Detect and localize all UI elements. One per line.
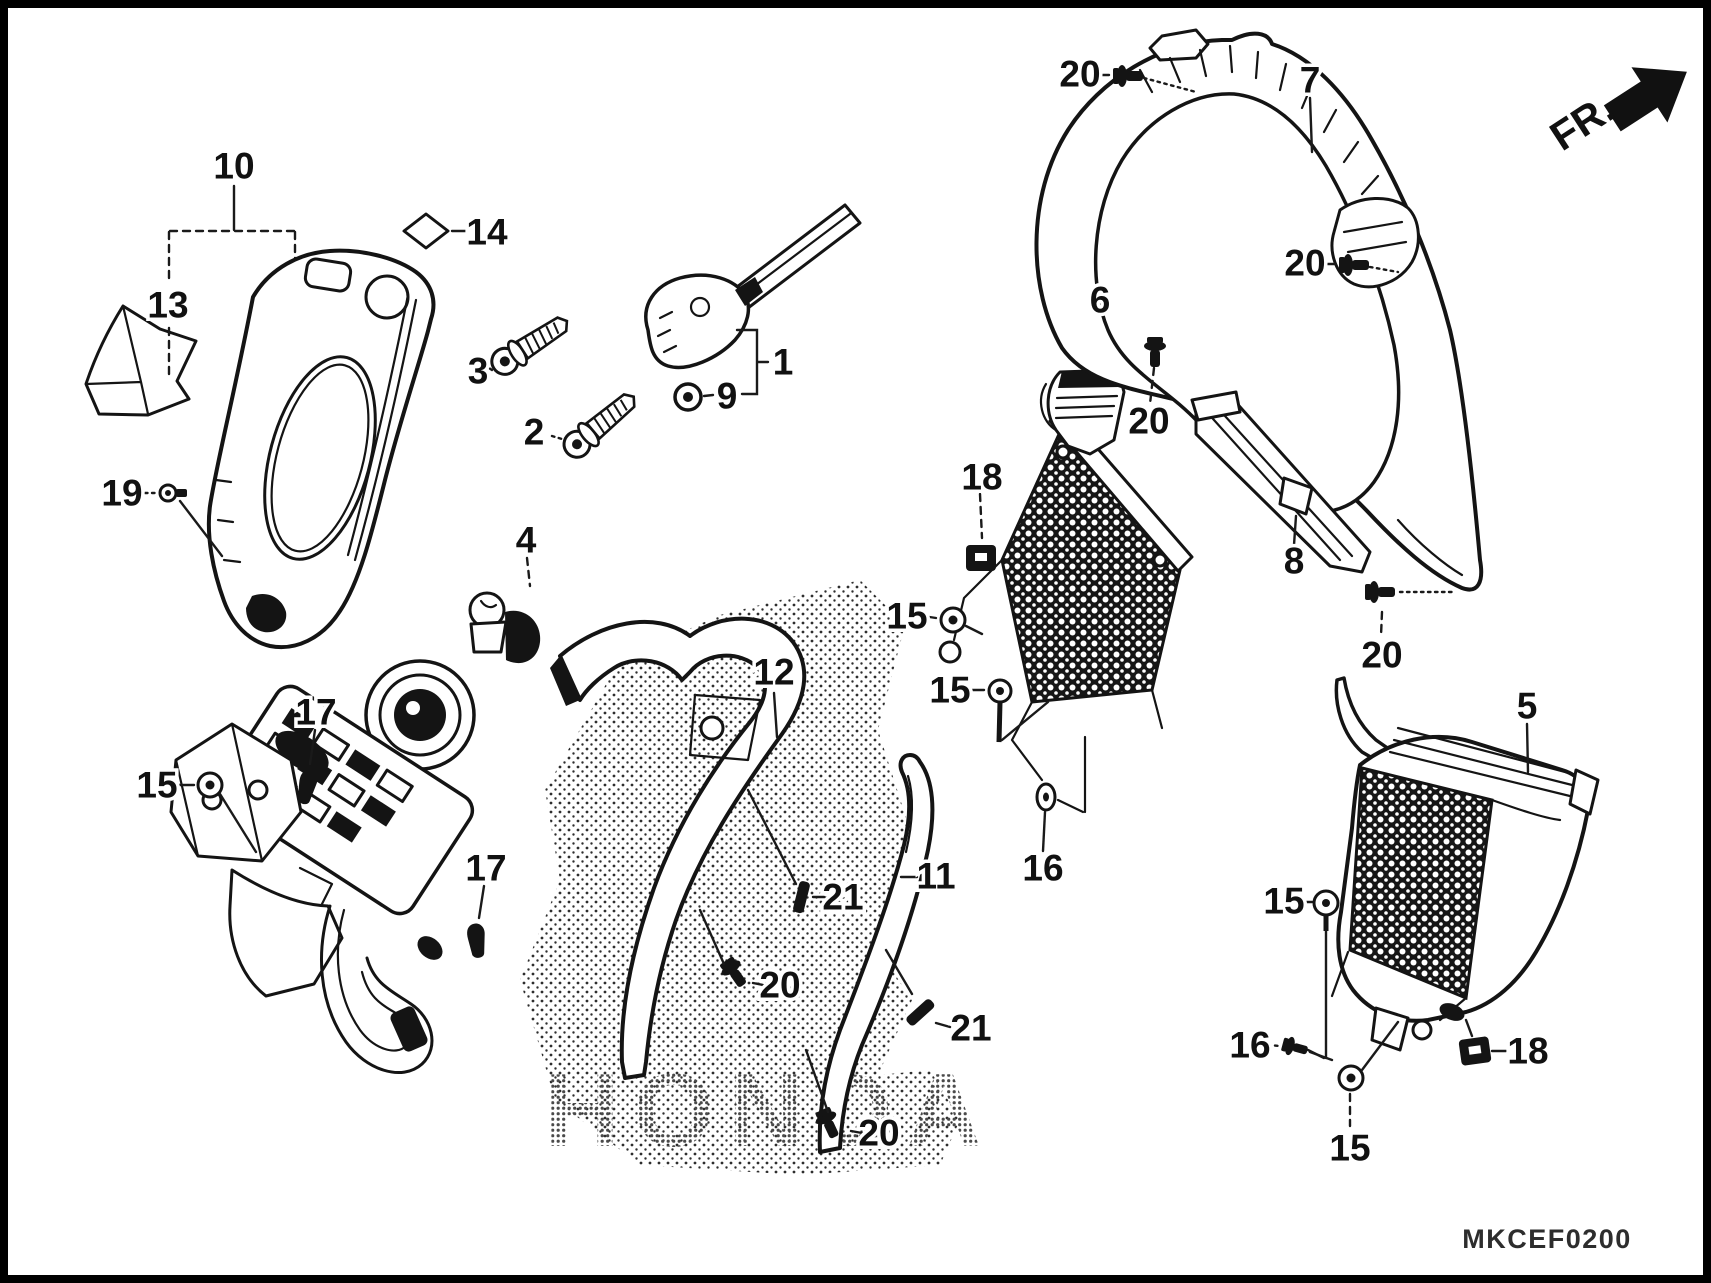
trim-clip-17-upper xyxy=(294,728,320,806)
rubber-mount-18-center xyxy=(966,492,996,571)
part-callout-20: 20 xyxy=(858,1113,899,1154)
part-callout-20: 20 xyxy=(1284,243,1325,284)
washer-15-left xyxy=(172,771,258,854)
part-callout-15: 15 xyxy=(136,765,177,806)
part-callout-15: 15 xyxy=(1329,1128,1370,1169)
part-callout-16: 16 xyxy=(1229,1025,1270,1066)
part-callout-18: 18 xyxy=(1507,1031,1548,1072)
bolt-15-right-upper xyxy=(1299,889,1340,1060)
fr-arrow-icon xyxy=(1603,67,1687,132)
part-callout-1: 1 xyxy=(773,342,794,383)
part-callout-20: 20 xyxy=(1361,635,1402,676)
special-screw-21-lower xyxy=(884,948,952,1029)
washer-15-radiator-upper xyxy=(921,606,984,636)
part-callout-15: 15 xyxy=(886,596,927,637)
part-callout-6: 6 xyxy=(1090,280,1111,321)
part-callout-14: 14 xyxy=(466,212,508,253)
screw-20-top-right xyxy=(1322,254,1400,276)
screw-20-above-radiator xyxy=(1144,337,1166,406)
part-callout-11: 11 xyxy=(916,856,955,897)
part-callout-12: 12 xyxy=(753,652,794,693)
part-callout-13: 13 xyxy=(147,285,188,326)
diagram-code: MKCEF0200 xyxy=(1462,1224,1632,1254)
part-callout-3: 3 xyxy=(468,351,489,392)
push-rivet-19 xyxy=(136,483,224,558)
part-callout-21: 21 xyxy=(822,877,863,918)
handlebar-switch-assembly xyxy=(169,556,541,1074)
part-callout-15: 15 xyxy=(1263,881,1304,922)
grommet-9 xyxy=(673,382,715,412)
front-upper-shroud xyxy=(1034,28,1484,592)
part-callout-8: 8 xyxy=(1284,541,1305,582)
part-callout-16: 16 xyxy=(1022,848,1063,889)
center-cover-arm xyxy=(550,616,807,1080)
part-callouts: 1013141932194171517122111202120672020201… xyxy=(98,50,1552,1172)
screw-20-bottom xyxy=(804,1048,864,1142)
bolt-15-radiator-lower xyxy=(964,678,1050,743)
part-callout-5: 5 xyxy=(1517,686,1538,727)
rubber-mount-18-right xyxy=(1458,1018,1508,1066)
part-callout-15: 15 xyxy=(929,670,970,711)
part-callout-17: 17 xyxy=(465,848,506,889)
lever-bracket-lines xyxy=(735,328,770,396)
part-callout-4: 4 xyxy=(516,520,537,561)
fr-label: FR. xyxy=(1542,85,1622,160)
part-callout-7: 7 xyxy=(1300,60,1321,101)
collar-16-radiator xyxy=(1035,782,1057,853)
special-screw-21-upper xyxy=(746,788,826,914)
part-callout-2: 2 xyxy=(524,412,545,453)
honda-watermark: HONDA xyxy=(544,1053,995,1169)
part-callout-20: 20 xyxy=(1128,401,1169,442)
screw-20-center xyxy=(698,908,765,992)
screw-20-top-left xyxy=(1096,65,1198,94)
side-cover-blade xyxy=(817,753,935,1154)
part-callout-21: 21 xyxy=(950,1008,991,1049)
part-callout-19: 19 xyxy=(101,473,142,514)
part-callout-9: 9 xyxy=(717,376,738,417)
meter-visor-panel xyxy=(167,184,436,649)
part-callout-18: 18 xyxy=(961,457,1002,498)
turn-signal-lever xyxy=(644,203,862,370)
part-callout-20: 20 xyxy=(1059,54,1100,95)
screw-20-right-mid xyxy=(1365,581,1458,638)
part-callout-10: 10 xyxy=(213,146,254,187)
part-callout-17: 17 xyxy=(295,692,336,733)
fr-direction-indicator: FR. xyxy=(1542,67,1687,160)
shroud-lower-rail xyxy=(1190,390,1372,574)
screw-16-right xyxy=(1266,1034,1334,1062)
square-clip-nut xyxy=(402,212,468,250)
trim-clip-17-lower xyxy=(465,884,489,959)
right-radiator-grille-panel xyxy=(1330,676,1600,1052)
tapping-screw-2 xyxy=(550,384,645,465)
tapping-screw-3 xyxy=(484,307,577,382)
washer-15-right-lower xyxy=(1337,1020,1400,1128)
part-callout-20: 20 xyxy=(759,965,800,1006)
left-radiator-grille xyxy=(938,316,1194,814)
